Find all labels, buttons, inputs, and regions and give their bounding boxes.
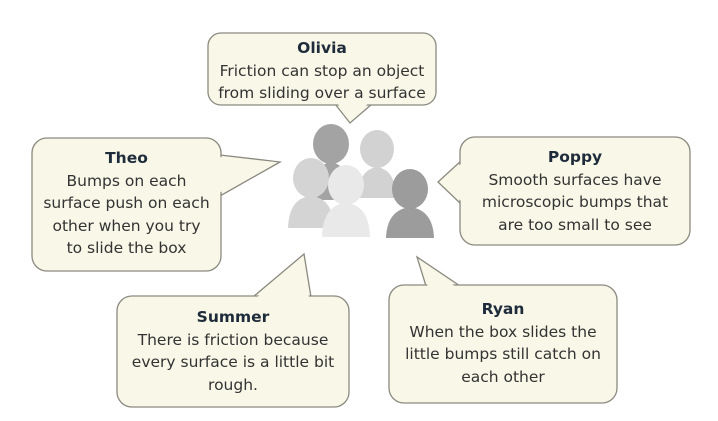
summer-text: Summer There is friction because every s… xyxy=(117,306,349,396)
olivia-text: Olivia Friction can stop an object from … xyxy=(208,37,436,105)
speech-line: Bumps on each xyxy=(66,171,187,190)
speech-line: every surface is a little bit xyxy=(131,353,335,371)
speech-line: rough. xyxy=(208,375,258,394)
speech-bubble-olivia xyxy=(207,32,437,124)
speaker-name: Olivia xyxy=(297,39,347,57)
speech-line: microscopic bumps that xyxy=(481,193,669,211)
poppy-text: Poppy Smooth surfaces have microscopic b… xyxy=(460,146,690,236)
speech-line: each other xyxy=(461,367,545,386)
speech-bubble-poppy xyxy=(437,136,691,246)
speaker-name: Theo xyxy=(105,149,148,167)
speech-line: Smooth surfaces have xyxy=(488,170,662,189)
speech-line: When the box slides the xyxy=(409,322,597,341)
speech-line: surface push on each xyxy=(43,194,210,212)
speech-line: other when you try xyxy=(52,216,201,235)
speech-line: little bumps still catch on xyxy=(405,345,601,363)
speaker-name: Ryan xyxy=(481,300,525,318)
speech-line: to slide the box xyxy=(66,239,187,257)
speech-bubble-ryan xyxy=(388,255,618,404)
speech-line: are too small to see xyxy=(498,215,652,234)
speech-bubble-summer xyxy=(116,252,350,408)
speech-line: There is friction because xyxy=(137,330,329,349)
group-of-people-icon xyxy=(288,124,434,238)
ryan-text: Ryan When the box slides the little bump… xyxy=(389,298,617,388)
theo-text: Theo Bumps on each surface push on each … xyxy=(32,147,221,260)
speech-line: from sliding over a surface xyxy=(218,84,426,102)
speaker-name: Summer xyxy=(196,308,270,326)
speech-bubble-theo xyxy=(31,137,283,272)
speaker-name: Poppy xyxy=(547,148,603,166)
speech-line: Friction can stop an object xyxy=(219,61,425,80)
